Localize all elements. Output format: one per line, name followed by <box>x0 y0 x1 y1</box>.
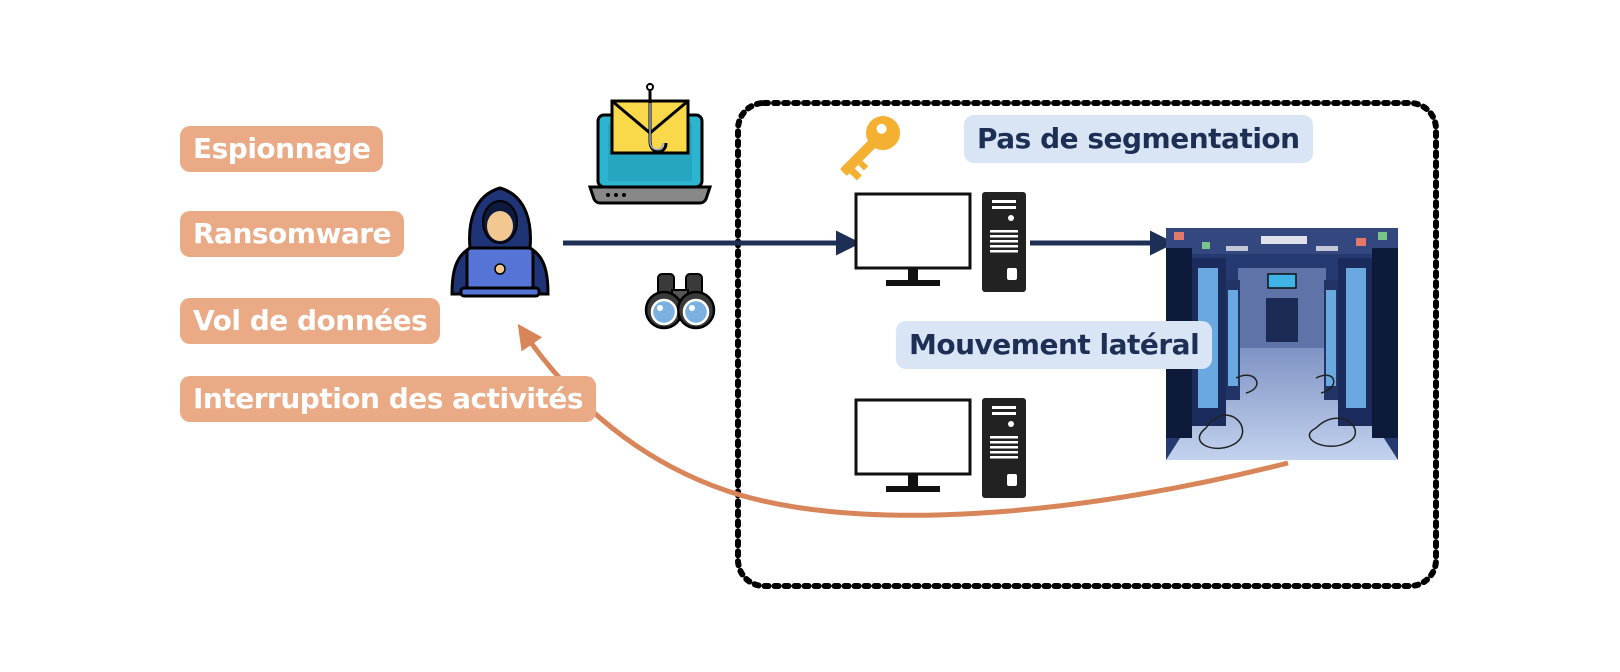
segmentation-label: Pas de segmentation <box>964 115 1313 163</box>
binoculars-icon <box>644 273 716 330</box>
lateral-movement-label: Mouvement latéral <box>896 321 1213 369</box>
phishing-laptop-icon <box>587 83 713 205</box>
impact-badge-data-theft: Vol de données <box>180 298 441 344</box>
network-boundary <box>735 100 1439 589</box>
desktop-computer-icon <box>854 192 1026 292</box>
desktop-computer-icon <box>854 398 1026 498</box>
impact-badge-disruption: Interruption des activités <box>180 376 597 422</box>
impact-badge-espionnage: Espionnage <box>180 126 384 172</box>
hacker-icon <box>450 186 550 298</box>
key-icon <box>840 116 900 181</box>
datacenter-icon <box>1166 228 1398 460</box>
impact-badge-ransomware: Ransomware <box>180 211 405 257</box>
